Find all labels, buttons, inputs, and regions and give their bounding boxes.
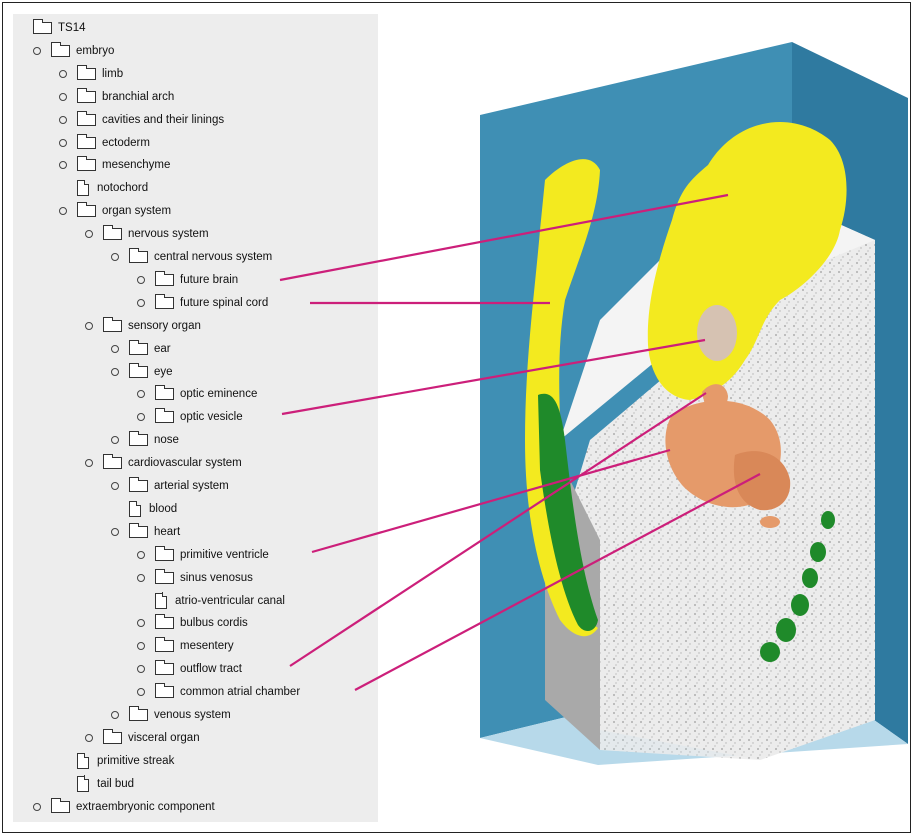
optic-vesicle: [697, 305, 737, 361]
heart-bud: [760, 516, 780, 528]
